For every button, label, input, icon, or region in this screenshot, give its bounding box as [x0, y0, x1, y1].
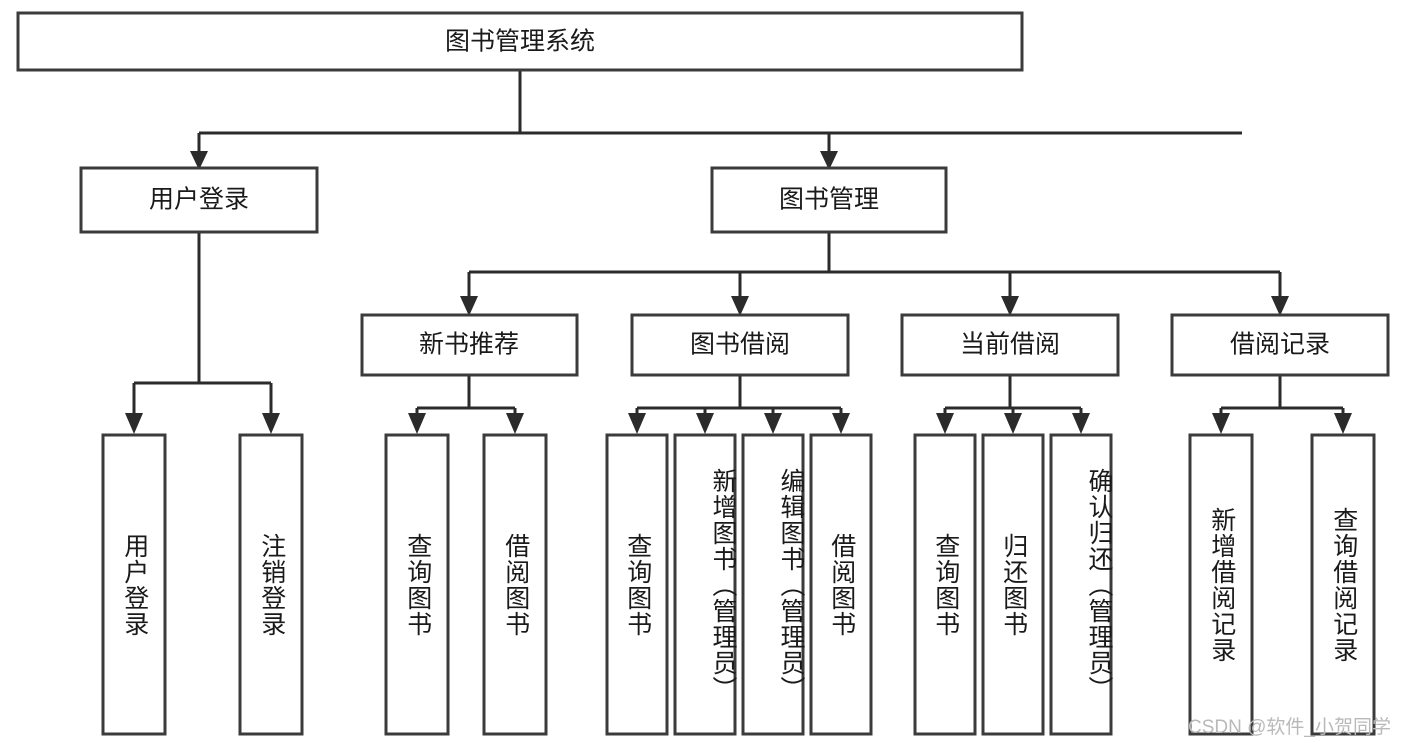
- connector-layer: [125, 70, 1352, 434]
- node-leaf-query-book-current-box[interactable]: [913, 433, 977, 736]
- node-new-book-recommend-label: 新书推荐: [419, 331, 519, 359]
- node-root-box[interactable]: [16, 11, 1024, 72]
- node-leaf-borrow-book-box[interactable]: [809, 433, 873, 736]
- connector-book-borrow-to-leaves: [628, 375, 850, 434]
- node-current-borrow-label: 当前借阅: [960, 331, 1060, 359]
- node-leaf-edit-book-box[interactable]: [741, 433, 805, 736]
- node-leaf-return-book-box[interactable]: [981, 433, 1045, 736]
- node-new-book-recommend-box[interactable]: [360, 313, 579, 377]
- connector-current-borrow-to-leaves: [936, 375, 1090, 434]
- node-new-book-recommend[interactable]: 新书推荐: [360, 313, 579, 377]
- node-current-borrow[interactable]: 当前借阅: [900, 313, 1120, 377]
- node-borrow-record-label: 借阅记录: [1230, 331, 1330, 359]
- node-leaf-query-book-rec-box[interactable]: [384, 433, 450, 736]
- node-root[interactable]: 图书管理系统: [16, 11, 1024, 72]
- node-book-borrow-box[interactable]: [630, 313, 850, 377]
- node-layer: 图书管理系统 用户登录 图书管理 新书推荐 图书借阅: [16, 11, 1390, 736]
- node-book-borrow-label: 图书借阅: [690, 331, 790, 359]
- node-book-management-label: 图书管理: [779, 186, 879, 214]
- node-leaf-user-login-box[interactable]: [101, 433, 167, 736]
- csdn-watermark: CSDN @软件_小贺同学: [1188, 717, 1391, 738]
- connector-user-login-to-leaves: [125, 232, 280, 434]
- connector-borrow-record-to-leaves: [1212, 375, 1352, 434]
- connector-book-mgmt-to-level3: [460, 232, 1289, 316]
- node-root-label: 图书管理系统: [445, 28, 595, 56]
- node-leaf-query-record-box[interactable]: [1310, 433, 1376, 736]
- node-borrow-record[interactable]: 借阅记录: [1170, 313, 1390, 377]
- connector-new-book-to-leaves: [408, 375, 524, 434]
- node-user-login[interactable]: 用户登录: [79, 166, 319, 234]
- connector-root-to-level2: [190, 70, 1242, 170]
- node-leaf-logout-box[interactable]: [238, 433, 304, 736]
- node-leaf-borrow-book-rec-box[interactable]: [482, 433, 548, 736]
- node-user-login-label: 用户登录: [149, 186, 249, 214]
- node-book-borrow[interactable]: 图书借阅: [630, 313, 850, 377]
- node-leaf-query-book-borrow-box[interactable]: [605, 433, 669, 736]
- node-user-login-box[interactable]: [79, 166, 319, 234]
- node-leaf-confirm-return-box[interactable]: [1049, 433, 1113, 736]
- node-leaf-add-record-box[interactable]: [1188, 433, 1254, 736]
- node-book-management[interactable]: 图书管理: [710, 166, 948, 234]
- node-book-management-box[interactable]: [710, 166, 948, 234]
- node-borrow-record-box[interactable]: [1170, 313, 1390, 377]
- node-leaf-add-book-box[interactable]: [673, 433, 737, 736]
- node-current-borrow-box[interactable]: [900, 313, 1120, 377]
